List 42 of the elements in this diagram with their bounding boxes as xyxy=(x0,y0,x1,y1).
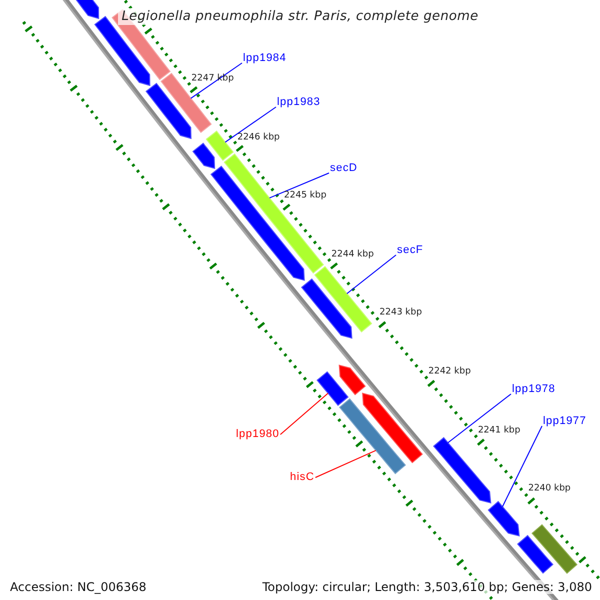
scale-label: 2240 kbp xyxy=(528,484,571,495)
gene-feature xyxy=(517,534,554,574)
gene-label: lpp1978 xyxy=(512,383,556,396)
leader-line xyxy=(269,172,330,198)
scale-label: 2243 kbp xyxy=(380,308,422,319)
gene-feature xyxy=(362,392,423,464)
scale-label: 2244 kbp xyxy=(331,249,374,260)
gene-feature xyxy=(532,524,578,574)
gene-feature xyxy=(338,364,366,396)
leader-line xyxy=(502,426,542,508)
scale-label: 2242 kbp xyxy=(428,366,471,378)
leader-line xyxy=(224,106,276,143)
scale-label: 2241 kbp xyxy=(478,425,520,436)
scale-label: 2245 kbp xyxy=(284,190,326,202)
scale-label: 2246 kbp xyxy=(237,132,280,144)
genome-info-text: Topology: circular; Length: 3,503,610 bp; Genes: 3,080 xyxy=(260,580,594,594)
gene-feature xyxy=(314,266,372,332)
leader-line xyxy=(447,394,512,444)
gene-feature xyxy=(301,278,352,339)
gene-feature xyxy=(210,166,305,281)
leader-line xyxy=(190,62,242,99)
gene-feature xyxy=(206,130,234,161)
gene-feature xyxy=(433,437,492,504)
gene-feature xyxy=(316,371,349,406)
gene-label: lpp1977 xyxy=(543,415,586,428)
gene-label: secD xyxy=(330,162,358,175)
gene-feature xyxy=(224,153,324,274)
gene-label: lpp1984 xyxy=(243,52,286,65)
scale-label: 2247 kbp xyxy=(191,74,234,84)
gene-label: lpp1980 xyxy=(236,428,280,441)
gene-label: lpp1983 xyxy=(277,96,320,109)
gene-feature xyxy=(192,142,216,169)
gene-feature xyxy=(146,82,192,140)
gene-label: hisC xyxy=(290,471,314,484)
gene-feature xyxy=(160,72,212,133)
gene-feature xyxy=(488,500,520,536)
leader-line xyxy=(346,254,396,294)
accession-text: Accession: NC_006368 xyxy=(8,580,148,594)
gene-label: secF xyxy=(397,244,424,257)
leader-line xyxy=(280,392,329,435)
gene-feature xyxy=(339,398,406,474)
leader-line xyxy=(314,450,376,478)
